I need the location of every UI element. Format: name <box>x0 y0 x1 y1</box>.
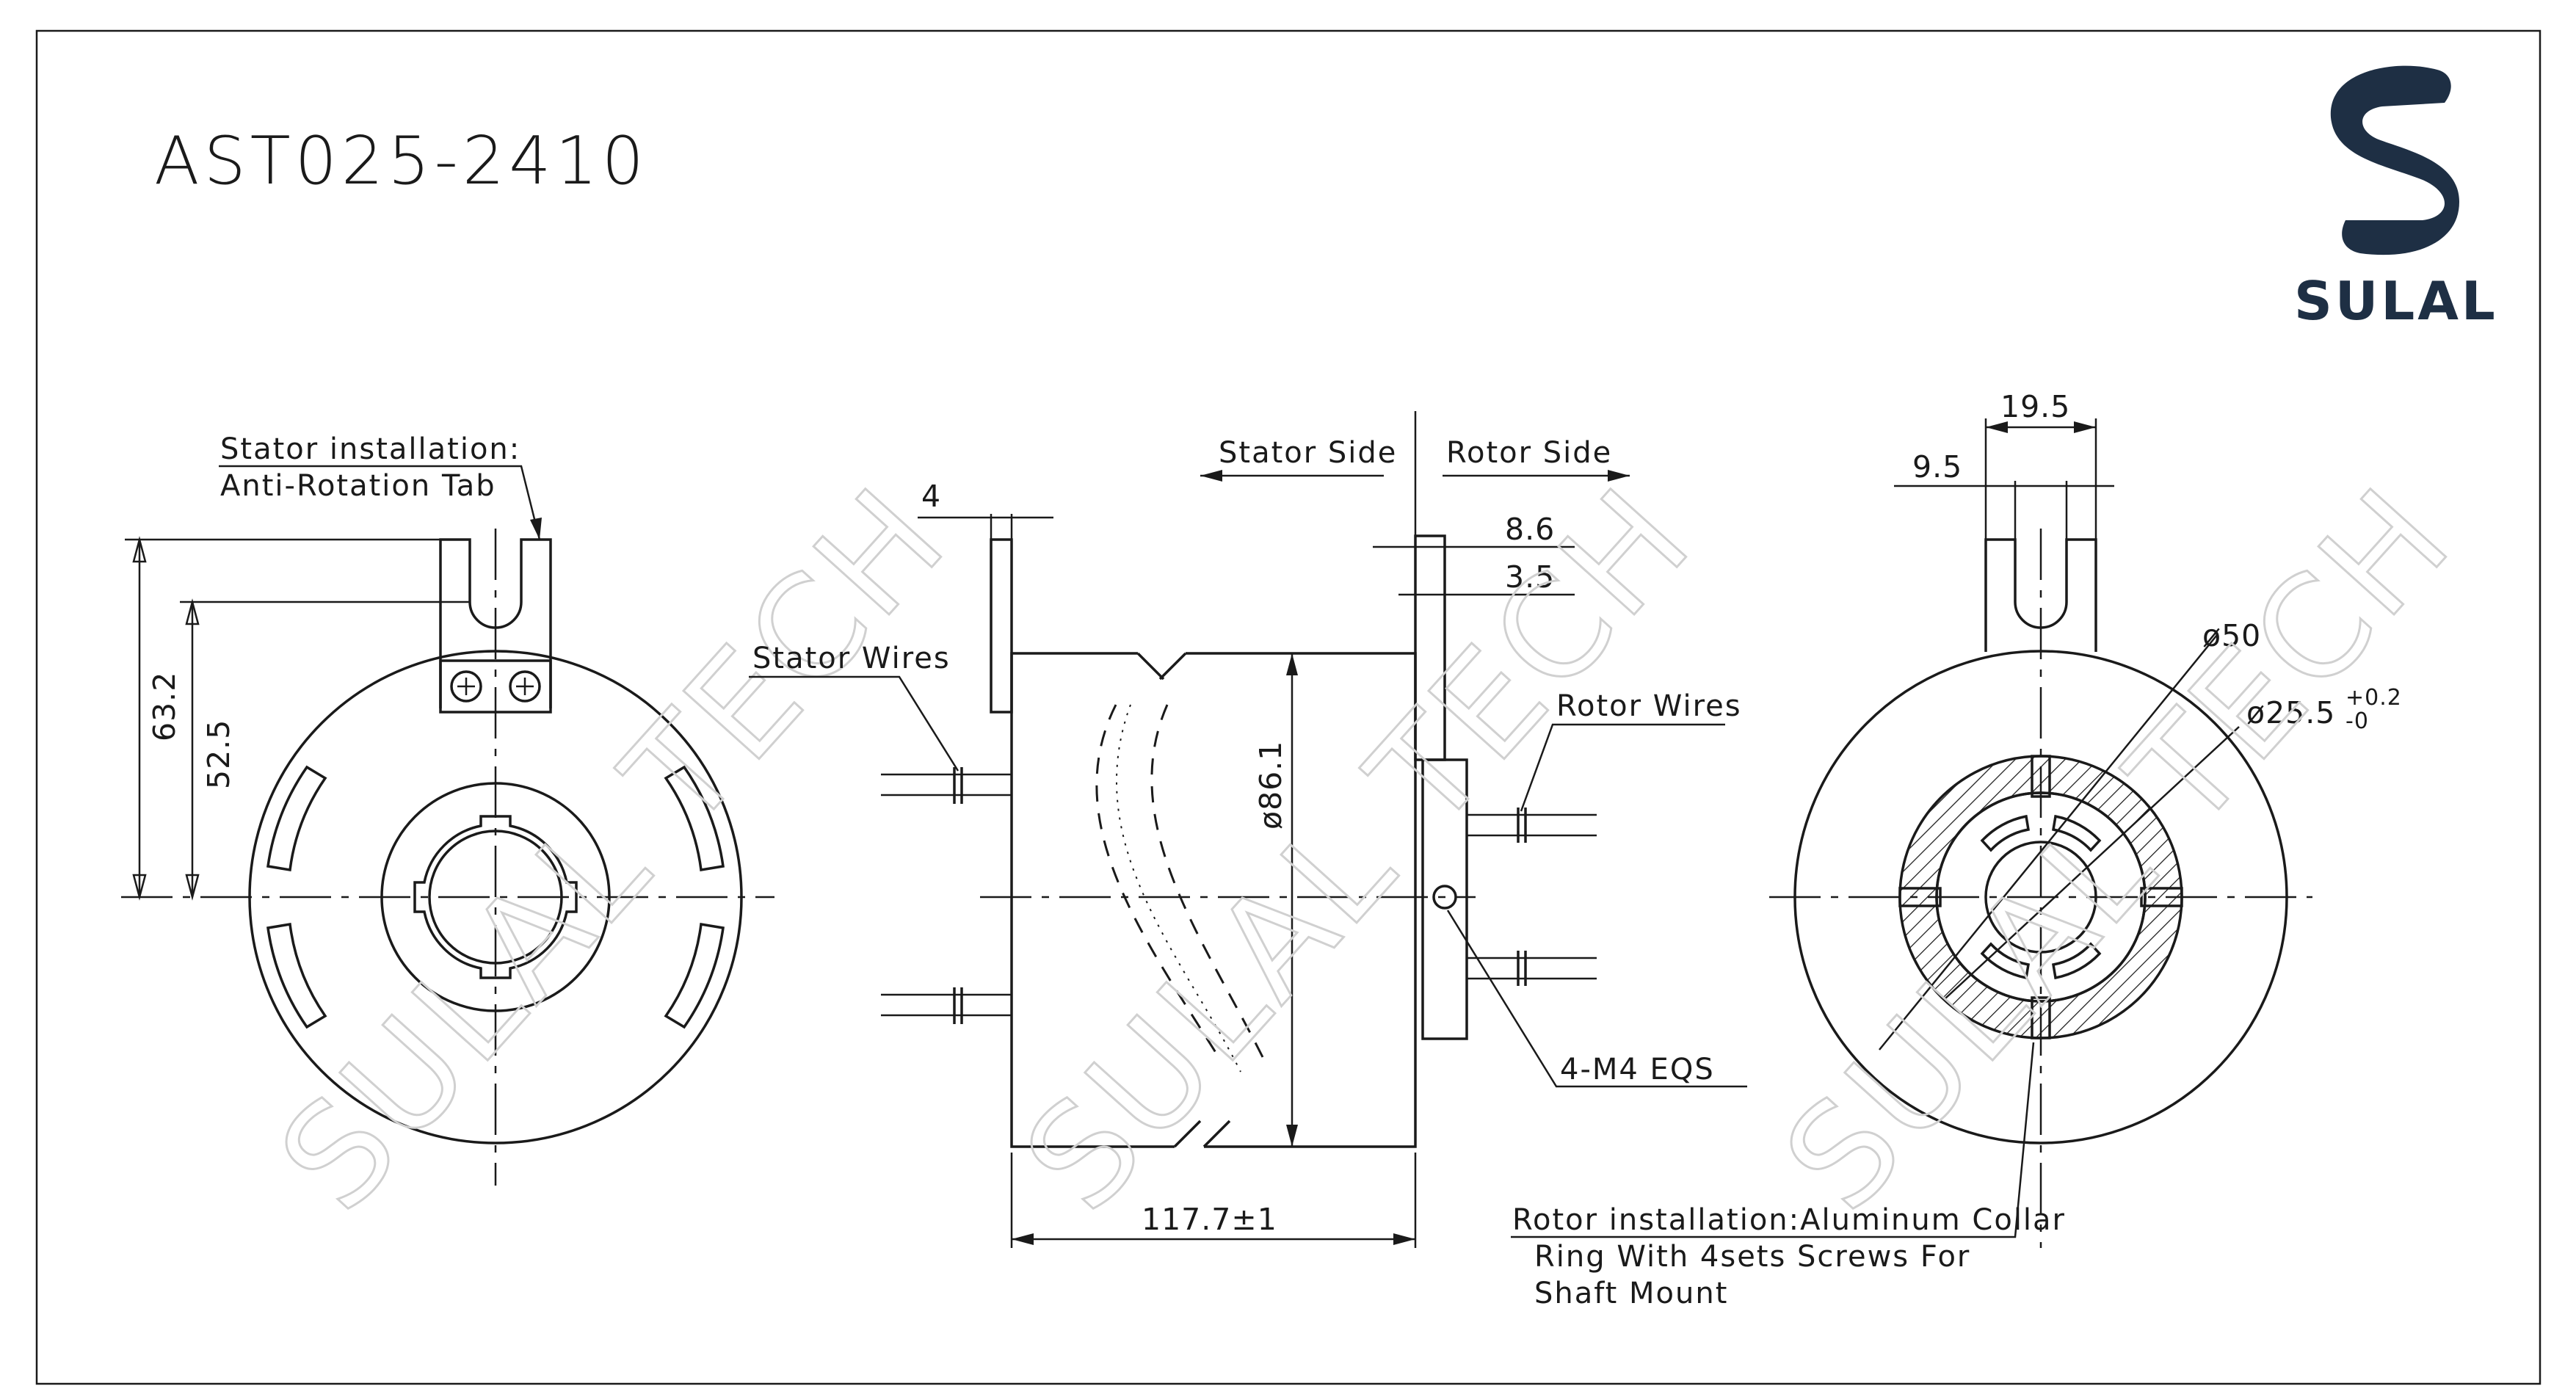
stator-install-note-1: Stator installation: <box>220 432 520 466</box>
right-bore-circle <box>1984 841 2097 954</box>
left-hub-outer <box>380 782 611 1012</box>
dim-dia-50: ø50 <box>2202 618 2261 653</box>
mid-stator-tab <box>990 538 1013 714</box>
stator-side-label: Stator Side <box>1219 436 1397 470</box>
watermark-right: SULAL TECH <box>1754 457 2482 1241</box>
right-outer-circle <box>1793 650 2288 1144</box>
stator-install-note-2: Anti-Rotation Tab <box>220 469 496 503</box>
dim-8-6: 8.6 <box>1505 512 1555 547</box>
right-anti-rotation-tab <box>1984 538 2097 652</box>
dim-dia-25-5: ø25.5 <box>2246 695 2335 730</box>
dim-117-7: 117.7±1 <box>1142 1202 1277 1237</box>
left-view: 63.2 52.5 Stator installation: Anti-Rota… <box>121 432 979 1242</box>
tol-upper: +0.2 <box>2345 685 2402 711</box>
dim-9-5: 9.5 <box>1912 449 1962 485</box>
tab-base <box>439 659 552 714</box>
mid-screw-icon <box>1432 885 1457 910</box>
rotor-install-note-3: Shaft Mount <box>1534 1277 1728 1310</box>
tab-screw-icon <box>450 670 541 703</box>
mid-body-left <box>1010 652 1175 1148</box>
watermark-left: SULAL TECH <box>249 457 977 1241</box>
dim-52-5: 52.5 <box>201 719 236 789</box>
brand-logo: SULAL <box>2294 65 2498 332</box>
mid-body-right <box>1186 652 1417 1148</box>
watermark-middle: SULAL TECH <box>994 457 1722 1241</box>
rotor-wires <box>1467 808 1597 986</box>
brand-name: SULAL <box>2294 270 2498 332</box>
mid-rotor-collar <box>1421 758 1468 1040</box>
rotor-wires-label: Rotor Wires <box>1556 689 1742 723</box>
rotor-side-label: Rotor Side <box>1446 436 1612 470</box>
tol-lower: -0 <box>2345 708 2369 734</box>
drawing-title: AST025-2410 <box>154 123 648 200</box>
rotor-install-note-2: Ring With 4sets Screws For <box>1534 1240 1970 1274</box>
left-slots <box>266 765 725 1029</box>
left-hub-keyed-bore <box>413 815 578 979</box>
dim-3-5: 3.5 <box>1505 559 1555 595</box>
dim-dia-86-1: ø86.1 <box>1253 741 1288 830</box>
s-logo-icon <box>2330 65 2459 255</box>
left-bore-circle <box>428 830 563 965</box>
stator-wires-label: Stator Wires <box>752 642 951 675</box>
drawing-frame <box>35 29 2541 1385</box>
dim-63-2: 63.2 <box>147 672 182 741</box>
dim-19-5: 19.5 <box>2000 389 2070 424</box>
left-outer-circle <box>248 650 743 1144</box>
rotor-install-note-1: Rotor installation:Aluminum Collar <box>1512 1203 2066 1237</box>
right-hub-circle <box>1935 791 2147 1003</box>
dim-4: 4 <box>921 479 941 514</box>
screws-label: 4-M4 EQS <box>1560 1053 1715 1086</box>
anti-rotation-tab <box>439 538 552 708</box>
stator-wires <box>881 767 1012 1024</box>
